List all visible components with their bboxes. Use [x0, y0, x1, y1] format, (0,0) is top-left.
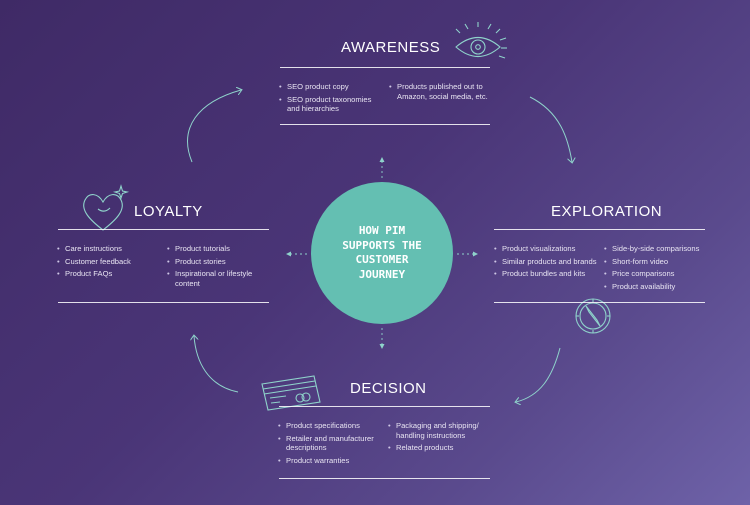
- decision-column-1: Product specifications Retailer and manu…: [278, 421, 386, 468]
- awareness-column-2: Products published out to Amazon, social…: [389, 82, 489, 104]
- exploration-column-1: Product visualizations Similar products …: [494, 244, 598, 282]
- awareness-top-rule: [280, 67, 490, 68]
- list-item: Product visualizations: [494, 244, 598, 254]
- loyalty-top-rule: [58, 229, 269, 230]
- hub-title-line: CUSTOMER: [355, 253, 409, 266]
- hub-title-line: HOW PIM: [358, 224, 406, 237]
- hub-circle: HOW PIM SUPPORTS THE CUSTOMER JOURNEY: [311, 182, 453, 324]
- loyalty-column-1: Care instructions Customer feedback Prod…: [57, 244, 162, 282]
- loyalty-title: LOYALTY: [134, 203, 203, 220]
- list-item: Product specifications: [278, 421, 386, 431]
- list-item: Packaging and shipping/ handling instruc…: [388, 421, 492, 440]
- eye-icon: [455, 22, 507, 59]
- hub-title-line: SUPPORTS THE: [342, 238, 422, 252]
- decision-column-2: Packaging and shipping/ handling instruc…: [388, 421, 492, 456]
- list-item: Inspirational or lifestyle content: [167, 269, 270, 288]
- list-item: Product bundles and kits: [494, 269, 598, 279]
- cycle-arrow-awareness-to-exploration: [529, 96, 572, 162]
- list-item: Price comparisons: [604, 269, 710, 279]
- loyalty-bottom-rule: [58, 302, 269, 303]
- list-item: Related products: [388, 443, 492, 453]
- cycle-arrow-decision-to-loyalty: [194, 336, 239, 393]
- heart-icon: [83, 184, 130, 231]
- compass-icon: [575, 298, 611, 334]
- list-item: Retailer and manufacturer descriptions: [278, 434, 386, 453]
- list-item: Product stories: [167, 257, 270, 267]
- list-item: Product warranties: [278, 456, 386, 466]
- list-item: Customer feedback: [57, 257, 162, 267]
- list-item: Care instructions: [57, 244, 162, 254]
- list-item: SEO product copy: [279, 82, 379, 92]
- exploration-column-2: Side-by-side comparisons Short-form vide…: [604, 244, 710, 294]
- awareness-title: AWARENESS: [341, 39, 441, 56]
- list-item: Side-by-side comparisons: [604, 244, 710, 254]
- decision-bottom-rule: [279, 478, 490, 479]
- cycle-arrow-exploration-to-decision: [516, 347, 561, 402]
- hub-title: HOW PIM SUPPORTS THE CUSTOMER JOURNEY: [328, 224, 436, 282]
- list-item: Product availability: [604, 282, 710, 292]
- list-item: SEO product taxonomies and hierarchies: [279, 95, 379, 114]
- cycle-arrow-loyalty-to-awareness: [187, 90, 241, 163]
- exploration-bottom-rule: [494, 302, 705, 303]
- hub-title-line: JOURNEY: [358, 267, 406, 281]
- list-item: Product tutorials: [167, 244, 270, 254]
- list-item: Short-form video: [604, 257, 710, 267]
- list-item: Products published out to Amazon, social…: [389, 82, 489, 101]
- awareness-bottom-rule: [280, 124, 490, 125]
- decision-title: DECISION: [350, 380, 427, 397]
- list-item: Similar products and brands: [494, 257, 598, 267]
- exploration-top-rule: [494, 229, 705, 230]
- exploration-title: EXPLORATION: [551, 203, 663, 220]
- loyalty-column-2: Product tutorials Product stories Inspir…: [167, 244, 270, 291]
- list-item: Product FAQs: [57, 269, 162, 279]
- decision-top-rule: [279, 406, 490, 407]
- credit-card-icon: [261, 375, 321, 411]
- awareness-column-1: SEO product copy SEO product taxonomies …: [279, 82, 379, 117]
